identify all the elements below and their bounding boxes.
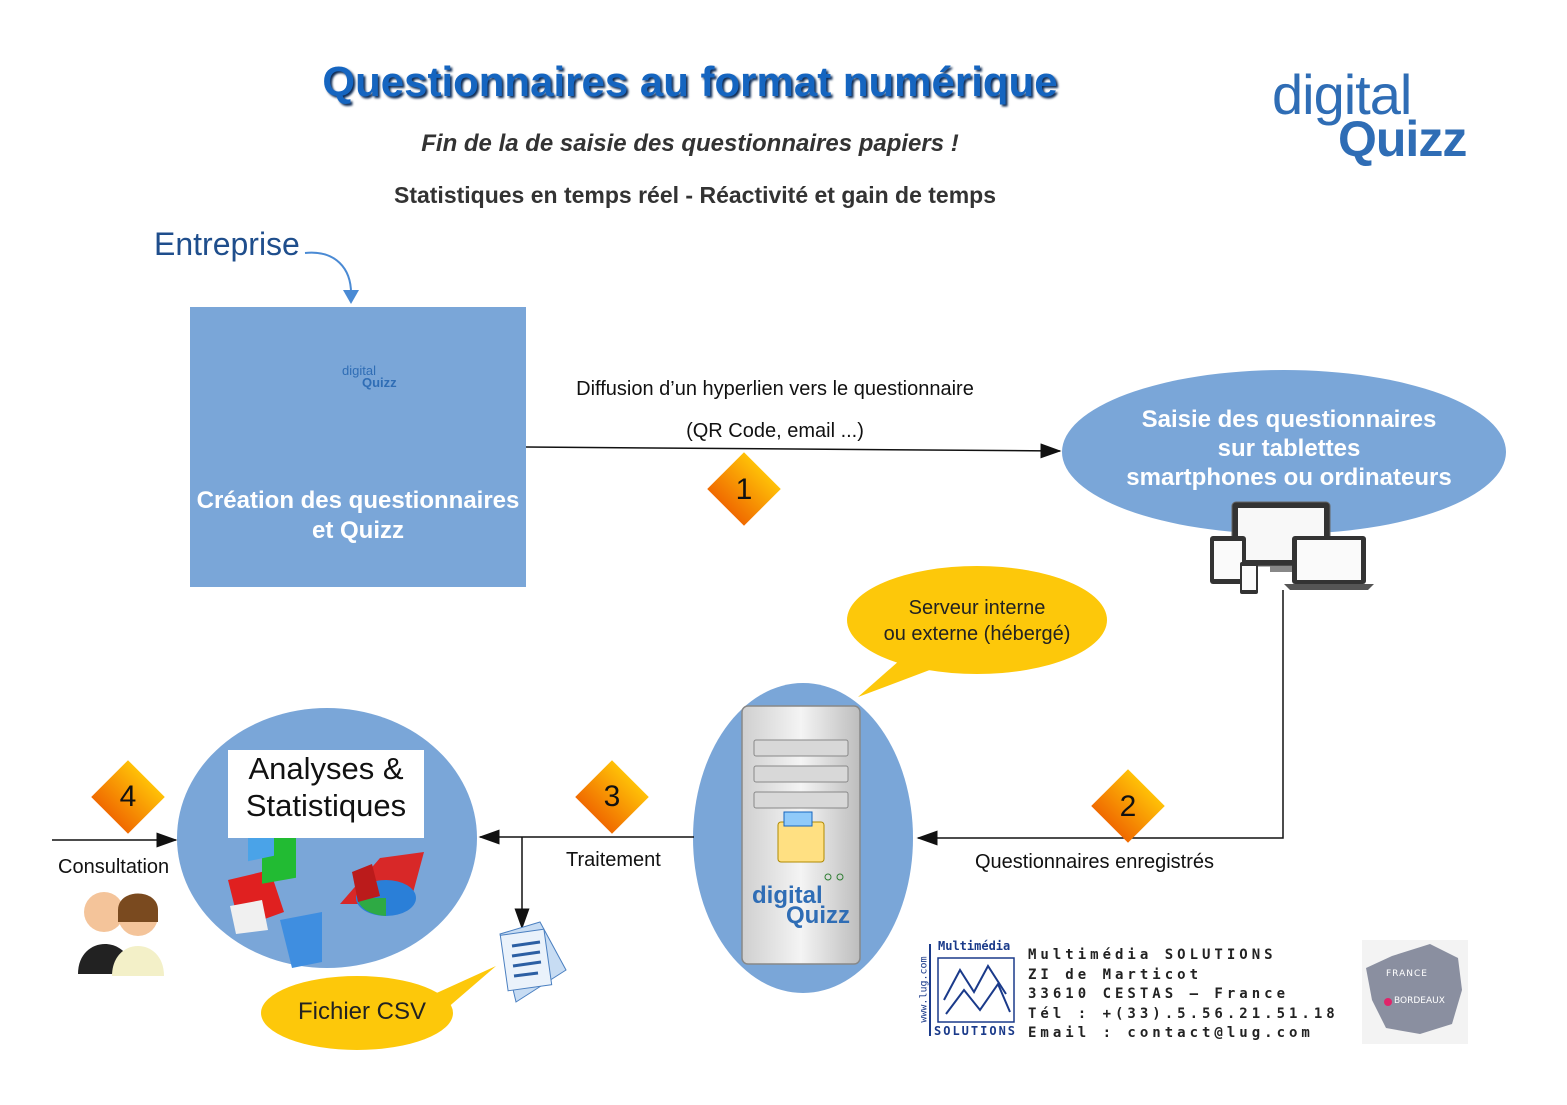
arrow-3-label: Traitement [566,849,661,871]
entry-line2: sur tablettes [1217,435,1361,462]
entreprise-label: Entreprise [154,226,300,262]
server-bubble [847,566,1107,674]
step-1-number: 1 [735,473,753,506]
lug-logo-bottom-text: SOLUTIONS [934,1024,1018,1038]
server-bubble-label: Serveur interne ou externe (hébergé) [848,595,1106,647]
server-tower-icon [741,705,861,965]
server-bubble-line2: ou externe (hébergé) [883,623,1071,645]
company-address-2: 33610 CESTAS – France [1028,986,1290,1002]
step-3-diamond [575,760,649,834]
entry-ellipse [1062,370,1506,534]
monitor-logo: digital Quizz [342,363,397,390]
analyses-ellipse [177,708,477,968]
arrow-1-label-line2: (QR Code, email ...) [686,420,864,442]
arrow-1 [525,443,1062,459]
logo-digital-text: digital [1272,63,1412,126]
step-3-number: 3 [603,780,621,813]
server-logo: digital Quizz [752,882,850,929]
people-icon-consultation [78,892,164,976]
entry-line1: Saisie des questionnaires [1141,406,1437,433]
server-logo-line1: digital [752,882,823,909]
pie-chart-3d-icon [340,852,424,916]
lug-logo-graphic [929,944,1015,1036]
logo-quizz-text: Quizz [1338,111,1467,167]
monitor-logo-line1: digital [342,363,376,378]
entreprise-arrow [304,251,353,297]
company-address-1: ZI de Marticot [1028,966,1203,983]
arrow-2 [916,590,1284,846]
arrow-1-label-line1: Diffusion d’un hyperlien vers le questio… [576,378,974,400]
step-4-number: 4 [119,780,137,813]
page-tagline: Statistiques en temps réel - Réactivité … [393,182,997,208]
analyses-box: Analyses & Statistiques [228,750,424,838]
arrow-4-label: Consultation [58,856,170,878]
csv-label: Fichier CSV [297,998,427,1025]
arrow-2-label: Questionnaires enregistrés [975,851,1215,873]
lug-logo-side-text: www.lug.com [918,956,930,1023]
monitor-logo-line2: Quizz [362,375,397,390]
page-subtitle: Fin de la de saisie des questionnaires p… [421,130,959,157]
creation-box-label: Création des questionnaires et Quizz [196,487,520,544]
server-logo-line2: Quizz [786,902,850,929]
csv-bubble [261,976,453,1050]
step-2-diamond [1091,769,1165,843]
csv-document-icon [499,921,567,1003]
map-country-label: FRANCE [1386,969,1428,979]
lug-logo-top-text: Multimédia [938,939,1011,953]
creation-box [190,307,526,587]
step-4-diamond [91,760,165,834]
map-city-label: BORDEAUX [1394,996,1445,1006]
devices-icon [1210,501,1374,594]
page-title: Questionnaires au format numérique [322,58,1058,105]
france-map-icon [1362,940,1468,1044]
step-1-diamond [707,452,781,526]
company-info: Multimédia SOLUTIONS ZI de Marticot 3361… [1028,946,1339,1044]
entry-line3: smartphones ou ordinateurs [1126,464,1452,491]
server-bubble-line1: Serveur interne [908,597,1046,619]
company-email: Email : contact@lug.com [1028,1025,1314,1041]
step-2-number: 2 [1119,790,1137,823]
company-phone: Tél : +(33).5.56.21.51.18 [1028,1005,1339,1022]
company-name: Multimédia SOLUTIONS [1028,947,1277,963]
analyses-line2: Statistiques [245,788,407,823]
analyses-line1: Analyses & [248,751,404,786]
entry-ellipse-label: Saisie des questionnaires sur tablettes … [1070,405,1508,492]
